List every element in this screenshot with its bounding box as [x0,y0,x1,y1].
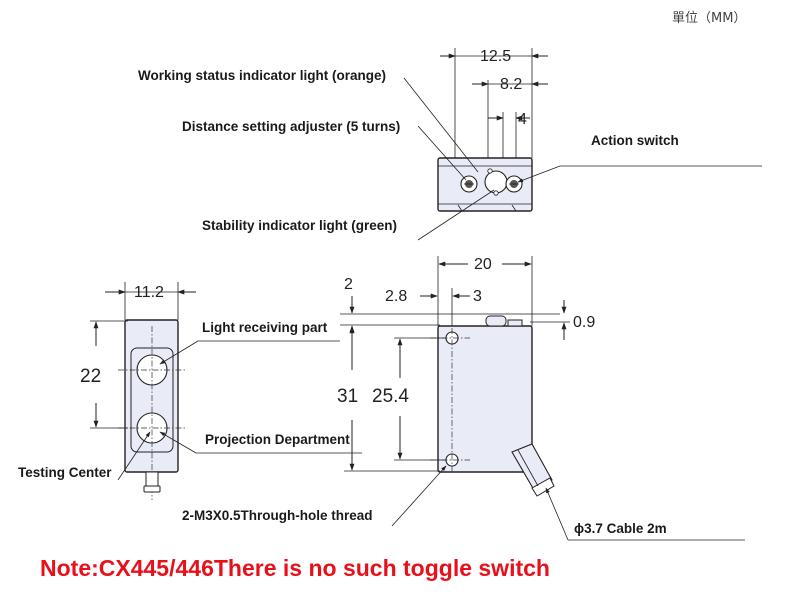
dim-front-28: 2.8 [385,288,407,305]
dim-front-2: 2 [344,276,353,293]
side-view-body [124,319,179,473]
note-text: Note:CX445/446There is no such toggle sw… [40,555,550,581]
dim-top-mid: 8.2 [500,76,522,93]
indicator-lens [484,170,508,194]
cable [511,443,555,497]
label-testing-center: Testing Center [18,465,112,480]
dim-side-width: 11.2 [134,284,164,301]
dim-front-254: 25.4 [372,386,409,407]
leader-through-hole [391,465,447,527]
unit-label: 單位（MM） [672,11,746,26]
leader-testing-center [117,431,151,481]
label-cable: ϕ3.7 Cable 2m [574,521,667,536]
label-projection: Projection Department [205,432,350,447]
top-view: 12.5 8.2 4 [437,48,548,212]
front-view: 20 2.8 3 2 0.9 [337,256,595,497]
dim-front-09: 0.9 [573,314,595,331]
dim-front-31: 31 [337,386,358,407]
leader-distance-adjuster [417,125,467,181]
front-view-body [437,325,533,473]
label-distance-adjuster: Distance setting adjuster (5 turns) [182,119,400,134]
leader-working-status [403,77,479,173]
dim-side-height: 22 [80,366,101,387]
dim-top-small: 4 [518,111,527,128]
label-stability-indicator: Stability indicator light (green) [202,218,397,233]
label-through-hole: 2-M3X0.5Through-hole thread [182,508,373,523]
label-working-status: Working status indicator light (orange) [138,68,386,83]
label-action-switch: Action switch [591,133,679,148]
dim-front-width: 20 [474,256,492,273]
dim-front-3: 3 [473,288,482,305]
label-light-receiving: Light receiving part [202,320,328,335]
dim-top-width: 12.5 [480,48,511,65]
leader-stability [417,189,495,241]
